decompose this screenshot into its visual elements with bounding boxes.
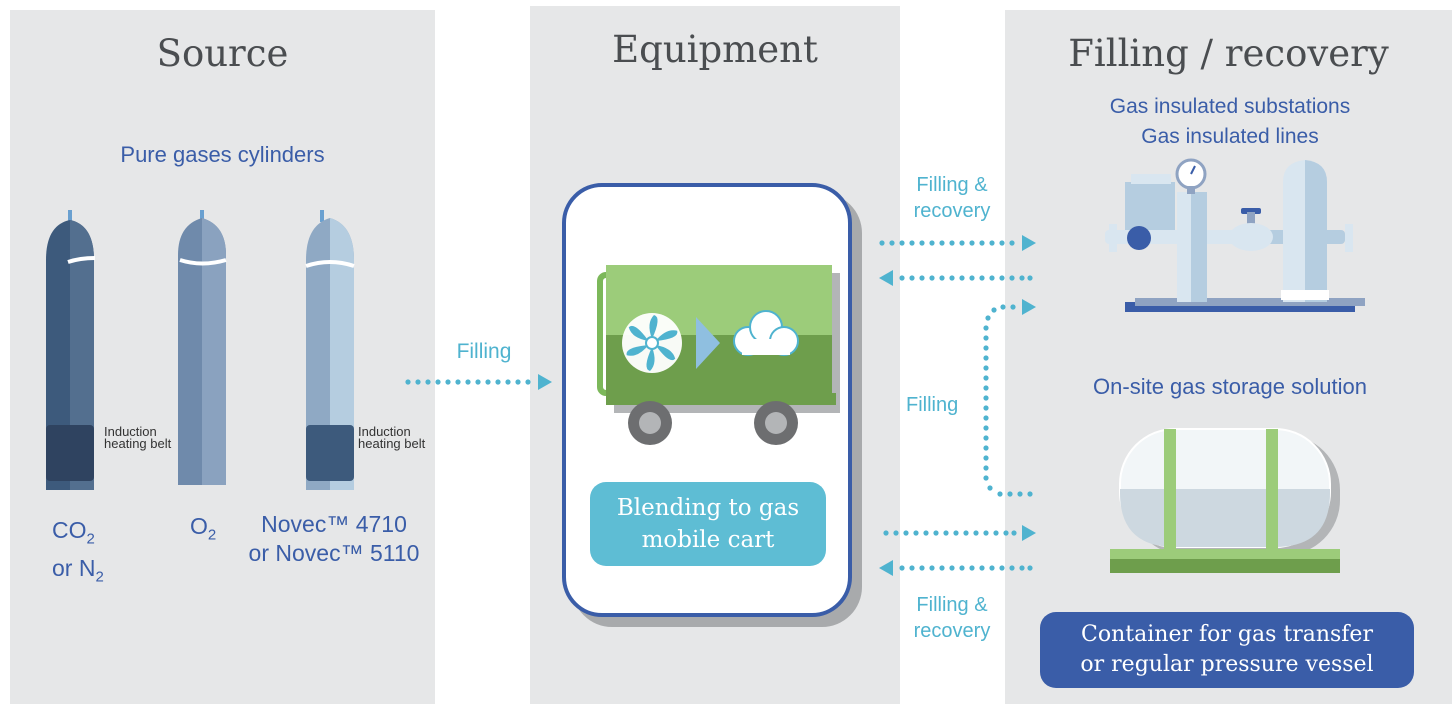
arrow-cart-to-storage — [883, 525, 1036, 541]
middle-flow-label: Filling — [906, 394, 959, 416]
wheel-left-icon — [628, 401, 672, 445]
heating-belt-label-2: Induction heating belt — [358, 424, 426, 451]
arrow-gis-to-cart — [879, 270, 1033, 286]
top-flow-label: Filling &recovery — [913, 174, 991, 222]
storage-label: On-site gas storage solution — [1093, 374, 1367, 399]
arrow-cart-to-gis — [879, 235, 1036, 251]
filling-title: Filling / recovery — [1068, 32, 1389, 75]
wheel-right-icon — [754, 401, 798, 445]
cloud-icon — [733, 310, 799, 356]
source-to-cart-label: Filling — [456, 340, 512, 363]
mobile-cart-illustration — [597, 265, 840, 445]
fan-icon — [622, 313, 682, 373]
source-title: Source — [156, 32, 289, 75]
bottom-flow-label: Filling &recovery — [913, 594, 991, 642]
arrow-storage-to-cart — [879, 560, 1033, 576]
cylinders-illustration — [46, 210, 355, 490]
gis-equipment-illustration — [1105, 158, 1365, 312]
o2-cylinder-icon — [178, 210, 227, 485]
co2-label: CO2 or N2 — [52, 517, 104, 586]
play-arrow-icon — [696, 317, 720, 369]
arrow-source-to-cart — [405, 374, 552, 390]
storage-tank-illustration — [1110, 428, 1340, 573]
heating-belt-label-1: Induction heating belt — [104, 424, 172, 451]
equipment-title: Equipment — [612, 28, 818, 71]
source-subtitle: Pure gases cylinders — [120, 142, 325, 167]
filling-panel: Filling / recovery — [1005, 10, 1452, 704]
novec-label: Novec™ 4710 or Novec™ 5110 — [248, 511, 420, 566]
co2-cylinder-icon — [46, 210, 96, 490]
o2-label: O2 — [190, 513, 217, 544]
novec-cylinder-icon — [305, 210, 355, 490]
arrow-storage-to-gis — [983, 299, 1036, 497]
